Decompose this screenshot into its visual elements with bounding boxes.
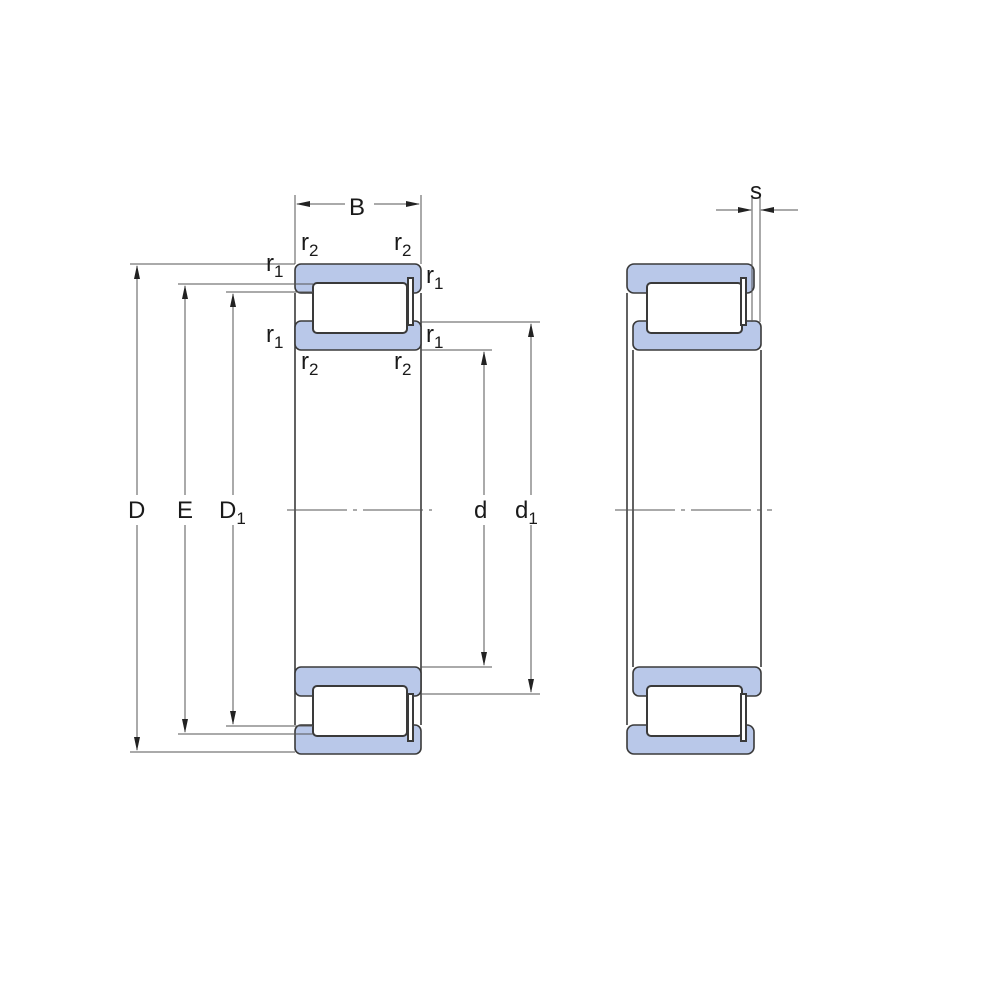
section-view — [287, 263, 432, 755]
label-r1: r1 — [426, 321, 443, 352]
side-snap-ring-bottom — [740, 693, 747, 742]
label-E: E — [177, 497, 193, 524]
label-r2: r2 — [394, 229, 411, 260]
snap-ring-top — [407, 277, 414, 326]
side-view — [615, 263, 772, 755]
side-roller-bottom — [646, 685, 743, 737]
label-r1: r1 — [266, 250, 283, 281]
labels: B s D E D1 d d1 r2 r2 r1 r1 r1 r1 r2 r2 — [128, 178, 762, 528]
roller-top — [312, 282, 408, 334]
label-D1: D1 — [219, 497, 246, 528]
label-d1: d1 — [515, 497, 538, 528]
roller-bottom — [312, 685, 408, 737]
snap-ring-bottom — [407, 693, 414, 742]
side-snap-ring-top — [740, 277, 747, 326]
label-d: d — [474, 497, 487, 524]
label-r2: r2 — [394, 348, 411, 379]
label-r1: r1 — [426, 262, 443, 293]
dimension-lines — [134, 201, 798, 751]
extension-lines — [130, 195, 761, 753]
label-B: B — [349, 194, 365, 221]
side-roller-top — [646, 282, 743, 334]
label-r2: r2 — [301, 348, 318, 379]
label-s: s — [750, 178, 762, 205]
label-D: D — [128, 497, 145, 524]
label-r2: r2 — [301, 229, 318, 260]
label-r1: r1 — [266, 321, 283, 352]
